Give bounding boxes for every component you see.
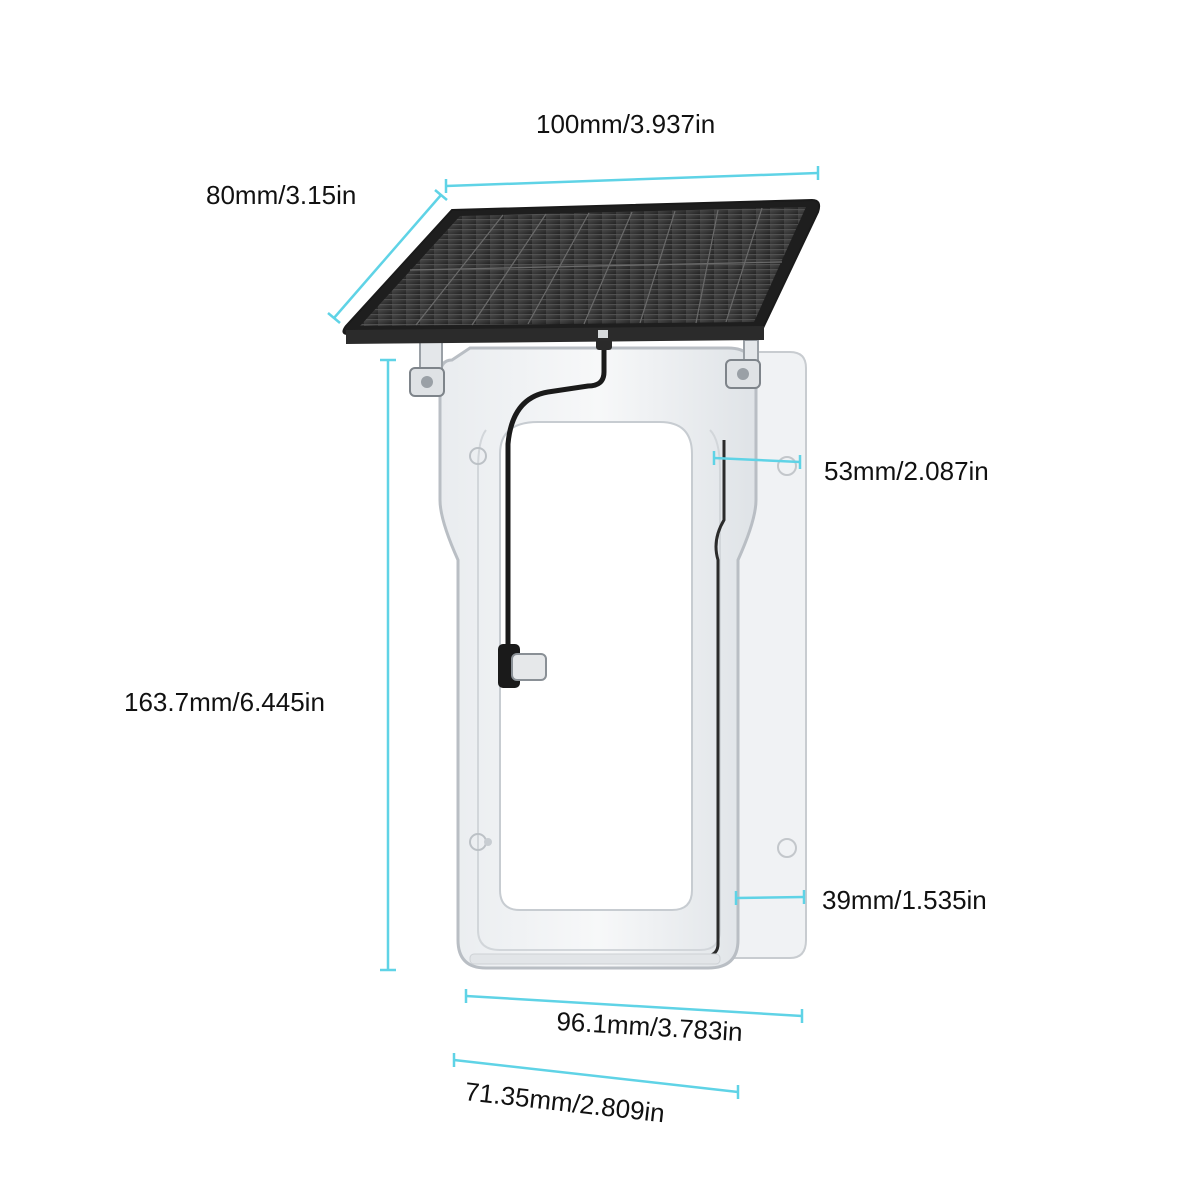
dim-line-top-depth: [713, 456, 801, 464]
label-outer-width: 96.1mm/3.783in: [556, 1006, 744, 1047]
dim-line-outer-width: [465, 994, 803, 1018]
solar-panel: [342, 198, 821, 344]
screw-hole-top-left: [469, 447, 487, 465]
label-height: 163.7mm/6.445in: [124, 687, 325, 717]
usb-c-connector: [498, 644, 547, 688]
label-panel-depth: 80mm/3.15in: [206, 180, 356, 210]
housing: [438, 346, 758, 970]
inner-window: [499, 421, 693, 911]
screw-hole-bottom-mid: [484, 838, 492, 846]
label-top-depth: 53mm/2.087in: [824, 456, 989, 486]
dim-line-panel-depth: [333, 194, 442, 319]
dimension-lines: [327, 166, 820, 1099]
label-bottom-depth: 39mm/1.535in: [822, 885, 987, 915]
label-panel-width: 100mm/3.937in: [536, 109, 715, 139]
hinge-right: [725, 339, 761, 389]
dim-line-inner-width: [453, 1058, 739, 1094]
dim-line-panel-width: [445, 171, 819, 188]
dim-line-bottom-depth: [735, 895, 805, 900]
label-inner-width: 71.35mm/2.809in: [463, 1076, 666, 1128]
hinge-left: [409, 341, 445, 397]
